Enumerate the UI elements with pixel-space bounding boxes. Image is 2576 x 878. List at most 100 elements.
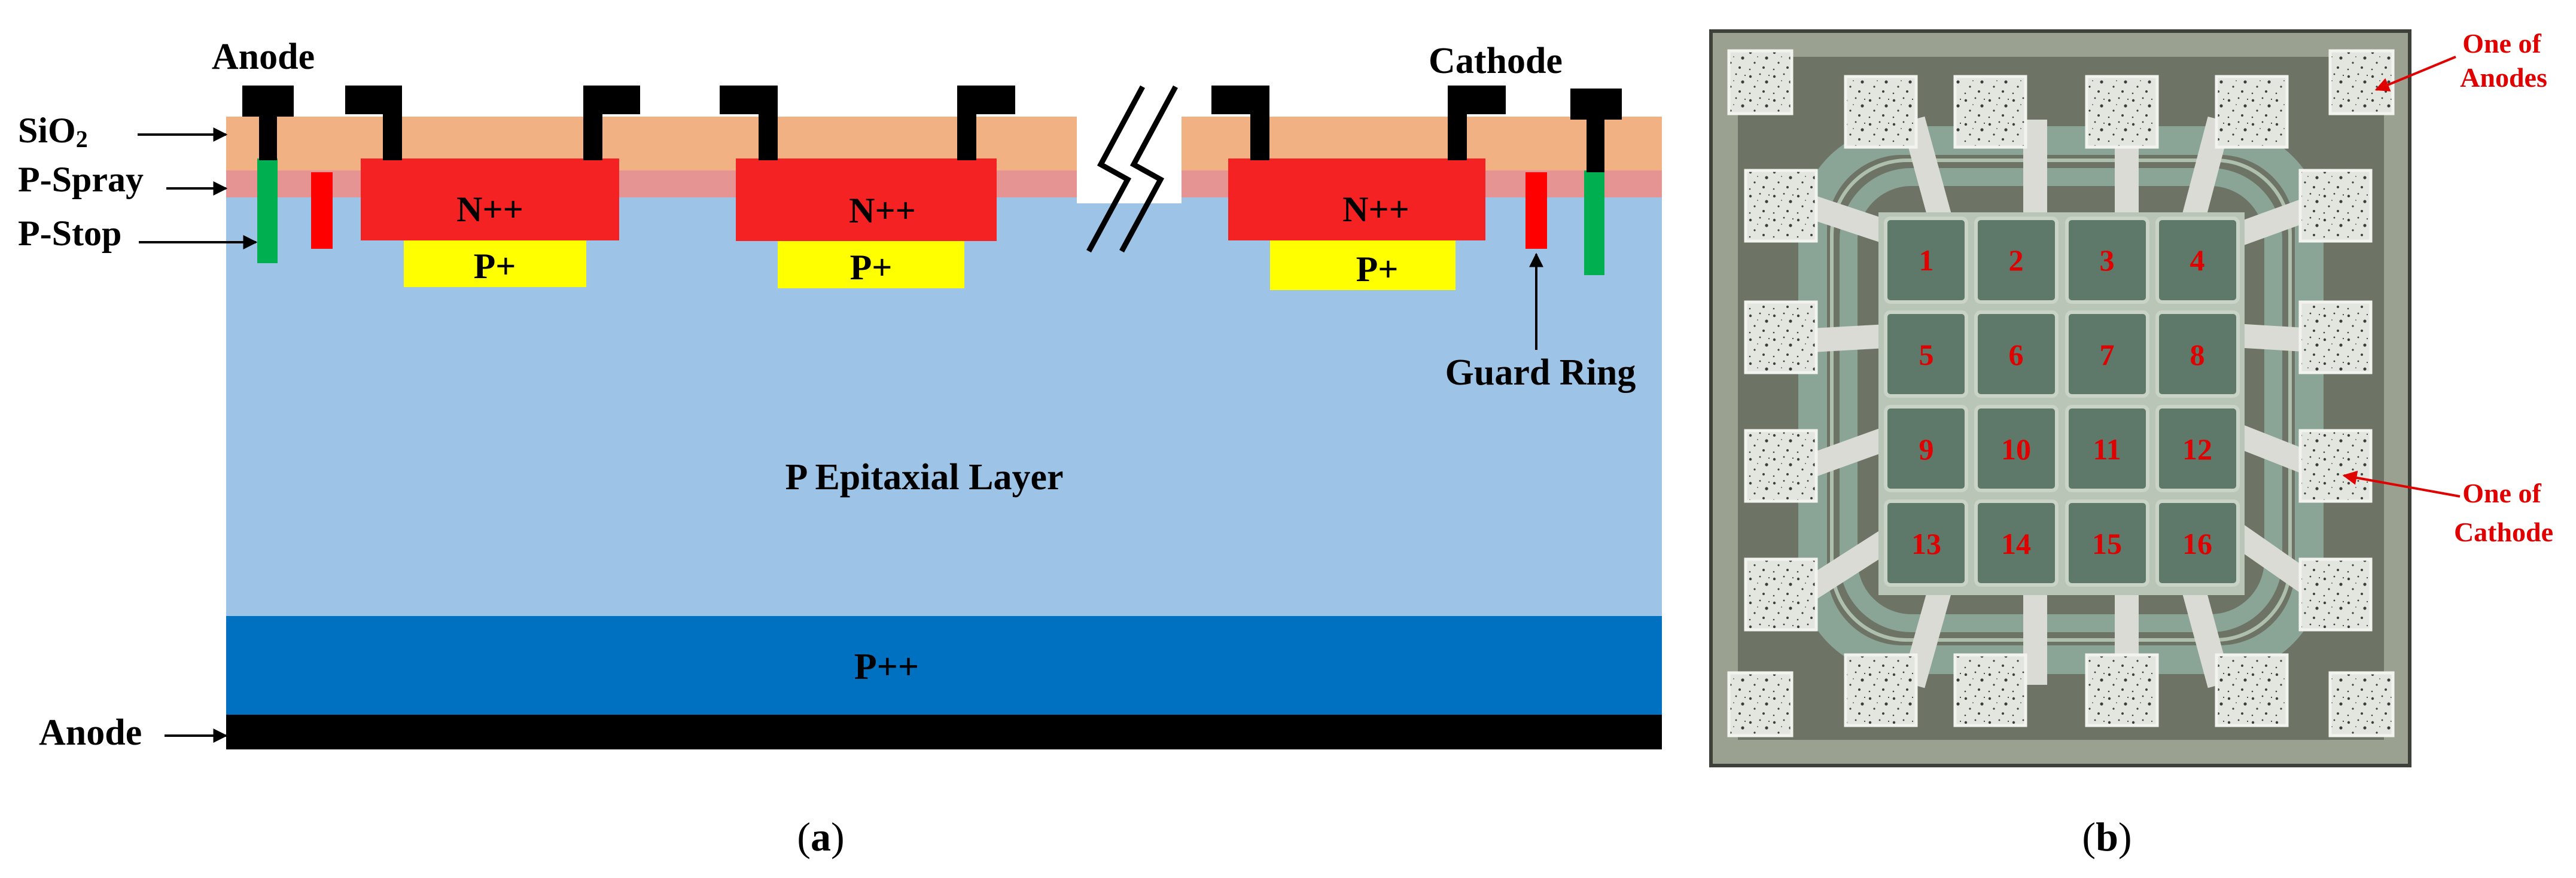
bond-pad-corner-bottom-right — [2328, 671, 2395, 737]
p-stop-right — [1584, 170, 1604, 275]
panel-b-caption-letter: b — [2096, 814, 2118, 859]
bottom-anode-metal — [226, 715, 1662, 749]
bond-pad-right-4 — [2298, 557, 2373, 632]
p-spray-label: P-Spray — [18, 160, 144, 199]
pixel-cell-3: N++ P+ — [1228, 158, 1485, 290]
pixel-number-6: 6 — [2009, 338, 2024, 371]
panel-b-caption: (b) — [2082, 814, 2132, 859]
bond-pad-bottom-1 — [1844, 653, 1918, 727]
p-plus-implant-3 — [1270, 239, 1456, 290]
bond-pad-right-2 — [2298, 300, 2373, 374]
pixel-number-9: 9 — [1919, 432, 1934, 466]
n-plus-plus-label-1: N++ — [456, 190, 523, 229]
pixel-15 — [2065, 499, 2149, 587]
annotation-cathode-line2: Cathode — [2454, 517, 2553, 547]
pixel-number-14: 14 — [2001, 527, 2031, 560]
p-plus-label-2: P+ — [850, 248, 893, 287]
bond-pad-corner-bottom-left — [1727, 671, 1794, 737]
p-plus-implant-2 — [778, 239, 964, 288]
bond-pad-left-3 — [1744, 429, 1818, 503]
panel-b-caption-close: ) — [2118, 814, 2132, 859]
pixel-3 — [2065, 217, 2149, 304]
pixel-4 — [2155, 217, 2240, 304]
pixel-number-11: 11 — [2093, 432, 2121, 466]
bond-pad-left-1 — [1744, 169, 1818, 243]
n-plus-plus-implant-3 — [1228, 158, 1485, 240]
sio2-label: SiO2 — [18, 111, 88, 153]
pixel-number-1: 1 — [1919, 243, 1934, 277]
pixel-cell-1: N++ P+ — [361, 158, 619, 287]
bond-pad-top-2 — [1953, 75, 2027, 149]
bond-pad-top-1 — [1844, 75, 1918, 149]
bond-pad-bottom-2 — [1953, 653, 2027, 727]
annotation-anodes-arrow — [2374, 56, 2456, 92]
panel-a-caption-open: ( — [797, 814, 811, 859]
panel-a-caption-letter: a — [811, 814, 831, 859]
pixel-10 — [1974, 405, 2059, 492]
guard-ring-band-middle — [1830, 158, 2292, 642]
bond-pad-top-3 — [2085, 75, 2159, 149]
pixel-number-7: 7 — [2100, 338, 2115, 371]
pixel-number-labels: 1 2 3 4 5 6 7 8 9 10 11 12 13 14 15 16 — [1911, 243, 2212, 560]
p-plus-label-3: P+ — [1356, 249, 1399, 289]
pixel-number-8: 8 — [2190, 338, 2205, 371]
anode-bottom-label: Anode — [39, 712, 142, 753]
pixel-number-12: 12 — [2182, 432, 2212, 466]
pixel-14 — [1974, 499, 2059, 587]
panel-a-caption-close: ) — [831, 814, 845, 859]
bond-pad-bottom-4 — [2215, 653, 2289, 727]
bond-pad-left-4 — [1744, 557, 1818, 632]
bond-pad-corner-top-left — [1727, 49, 1794, 115]
sio2-label-subscript: 2 — [76, 126, 88, 153]
anode-top-label: Anode — [212, 36, 315, 77]
pixel-13 — [1884, 499, 1968, 587]
metal-contacts — [242, 86, 1622, 172]
pixel-number-3: 3 — [2100, 243, 2115, 277]
pixel-1 — [1884, 217, 1968, 304]
bond-pad-corner-top-right — [2328, 49, 2395, 115]
p-plus-label-1: P+ — [474, 246, 516, 286]
panel-a-caption: (a) — [797, 814, 844, 859]
pixel-6 — [1974, 310, 2059, 398]
p-stop-left — [257, 158, 278, 263]
pixel-7 — [2065, 310, 2149, 398]
pixel-cell-2: N++ P+ — [736, 158, 997, 288]
sio2-label-text: SiO — [18, 111, 76, 150]
n-plus-plus-implant-2 — [736, 158, 997, 241]
guard-ring-left — [311, 172, 333, 249]
annotation-anodes-line2: Anodes — [2460, 62, 2547, 93]
pixel-number-10: 10 — [2001, 432, 2031, 466]
guard-ring-right — [1525, 172, 1547, 249]
pixel-2 — [1974, 217, 2059, 304]
bond-pad-right-3 — [2298, 429, 2373, 503]
n-plus-plus-label-2: N++ — [849, 191, 916, 230]
panel-b-die-photo: 1 2 3 4 5 6 7 8 9 10 11 12 13 14 15 16 — [1709, 28, 2553, 859]
pixel-16 — [2155, 499, 2240, 587]
annotation-anodes-line1: One of — [2462, 28, 2541, 59]
p-plus-implant-1 — [404, 239, 586, 287]
bond-pads — [1727, 49, 2395, 737]
guard-ring-label: Guard Ring — [1445, 352, 1636, 393]
p-stop-label: P-Stop — [18, 214, 121, 253]
bond-pad-bottom-3 — [2085, 653, 2159, 727]
panel-a-cross-section: N++ P+ N++ P+ N++ P+ — [18, 36, 1662, 859]
annotation-cathode-arrow — [2342, 471, 2461, 498]
pixel-number-15: 15 — [2092, 527, 2122, 560]
pixel-5 — [1884, 310, 1968, 398]
pixel-8 — [2155, 310, 2240, 398]
n-plus-plus-label-3: N++ — [1342, 190, 1409, 229]
p-plus-plus-substrate — [226, 616, 1662, 715]
panel-b-caption-open: ( — [2082, 814, 2096, 859]
pixel-9 — [1884, 405, 1968, 492]
pixel-array — [1884, 217, 2240, 587]
bond-pad-top-4 — [2215, 75, 2289, 149]
epitaxial-layer-label: P Epitaxial Layer — [785, 457, 1064, 498]
pixel-12 — [2155, 405, 2240, 492]
bond-pad-right-1 — [2298, 169, 2373, 243]
pixel-number-2: 2 — [2009, 243, 2024, 277]
annotation-cathode-line1: One of — [2462, 478, 2541, 508]
p-plus-plus-label: P++ — [854, 647, 919, 687]
pixel-number-16: 16 — [2182, 527, 2212, 560]
pixel-number-13: 13 — [1911, 527, 1941, 560]
